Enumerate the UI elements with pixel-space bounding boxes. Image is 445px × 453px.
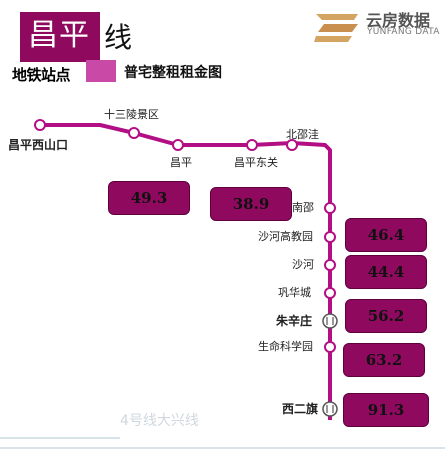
map-subtitle: 普宅整租租金图 xyxy=(124,65,222,81)
station-label: 沙河 xyxy=(292,258,314,271)
rent-price-badge: 91.3 xyxy=(343,393,429,427)
station-dot xyxy=(34,119,46,131)
rent-price-badge: 44.4 xyxy=(345,255,427,289)
station-label: 生命科学园 xyxy=(258,340,313,353)
rent-price-badge: 46.4 xyxy=(345,218,427,252)
rent-price-badge: 38.9 xyxy=(210,187,292,221)
station-label: 昌平西山口 xyxy=(8,138,69,152)
station-label: 西二旗 xyxy=(282,402,319,416)
legend-swatch xyxy=(86,60,116,82)
transfer-station-icon xyxy=(322,313,338,329)
line-name: 昌平 xyxy=(28,18,90,53)
legend-label: 地铁站点 xyxy=(12,66,71,84)
yunfang-logo-icon xyxy=(314,14,358,42)
station-label: 巩华城 xyxy=(278,286,311,299)
station-dot xyxy=(172,139,184,151)
transfer-station-icon xyxy=(322,401,338,417)
rent-price-badge: 56.2 xyxy=(345,299,427,333)
line-label-box xyxy=(20,12,100,62)
rent-price-badge: 49.3 xyxy=(108,181,190,215)
rent-price-badge: 63.2 xyxy=(343,343,425,377)
station-label: 北邵洼 xyxy=(286,128,319,141)
background-watermark: 4号线大兴线 xyxy=(120,413,199,429)
station-dot xyxy=(324,287,336,299)
station-label: 南邵 xyxy=(292,201,314,214)
station-dot xyxy=(286,139,298,151)
station-dot xyxy=(246,139,258,151)
station-dot xyxy=(324,341,336,353)
station-dot xyxy=(324,202,336,214)
station-dot xyxy=(324,259,336,271)
station-dot xyxy=(324,231,336,243)
logo-name: 云房数据 xyxy=(366,11,431,30)
line-suffix: 线 xyxy=(104,21,133,54)
logo-sub: YUNFANG DATA xyxy=(367,27,440,37)
station-label: 沙河高教园 xyxy=(258,230,313,243)
station-dot xyxy=(128,127,140,139)
station-label: 十三陵景区 xyxy=(104,108,159,121)
station-label: 朱辛庄 xyxy=(276,314,313,328)
station-label: 昌平东关 xyxy=(234,156,278,169)
station-label: 昌平 xyxy=(170,156,192,169)
